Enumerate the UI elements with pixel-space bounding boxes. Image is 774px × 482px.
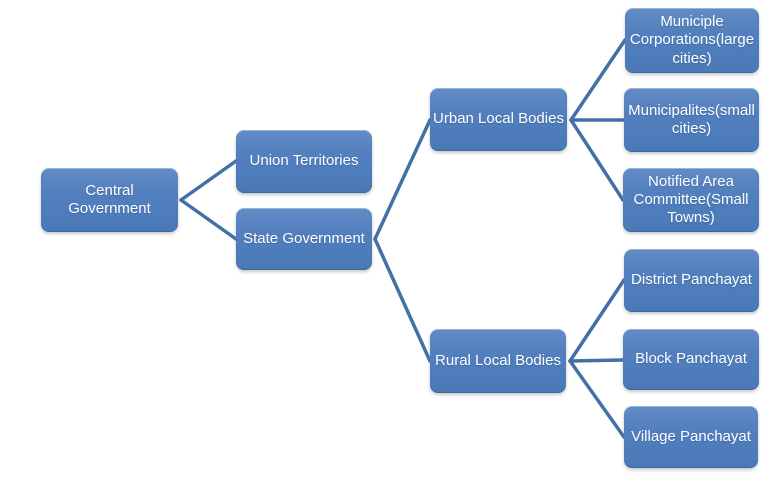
node-urban-local-bodies: Urban Local Bodies: [430, 88, 567, 151]
connector-state-to-urban: [373, 118, 432, 241]
connector-rural-to-block: [568, 358, 625, 363]
node-central-government: Central Government: [41, 168, 178, 232]
connector-rural-to-village: [568, 359, 626, 439]
connector-central-to-state: [179, 198, 238, 241]
connector-urban-to-municiple-corporations: [569, 38, 627, 122]
node-block-panchayat: Block Panchayat: [623, 329, 759, 390]
connector-urban-to-notified-area: [569, 118, 625, 202]
node-municiple-corporations: Municiple Corporations(large cities): [625, 8, 759, 73]
node-district-panchayat: District Panchayat: [624, 249, 759, 312]
node-rural-local-bodies: Rural Local Bodies: [430, 329, 566, 393]
node-state-government: State Government: [236, 208, 372, 270]
node-municipalites: Municipalites(small cities): [624, 88, 759, 152]
connector-state-to-rural: [373, 237, 432, 363]
connector-central-to-union: [179, 159, 238, 202]
node-notified-area-committee: Notified Area Committee(Small Towns): [623, 168, 759, 232]
connector-rural-to-district: [568, 278, 626, 363]
node-union-territories: Union Territories: [236, 130, 372, 193]
node-village-panchayat: Village Panchayat: [624, 406, 758, 468]
